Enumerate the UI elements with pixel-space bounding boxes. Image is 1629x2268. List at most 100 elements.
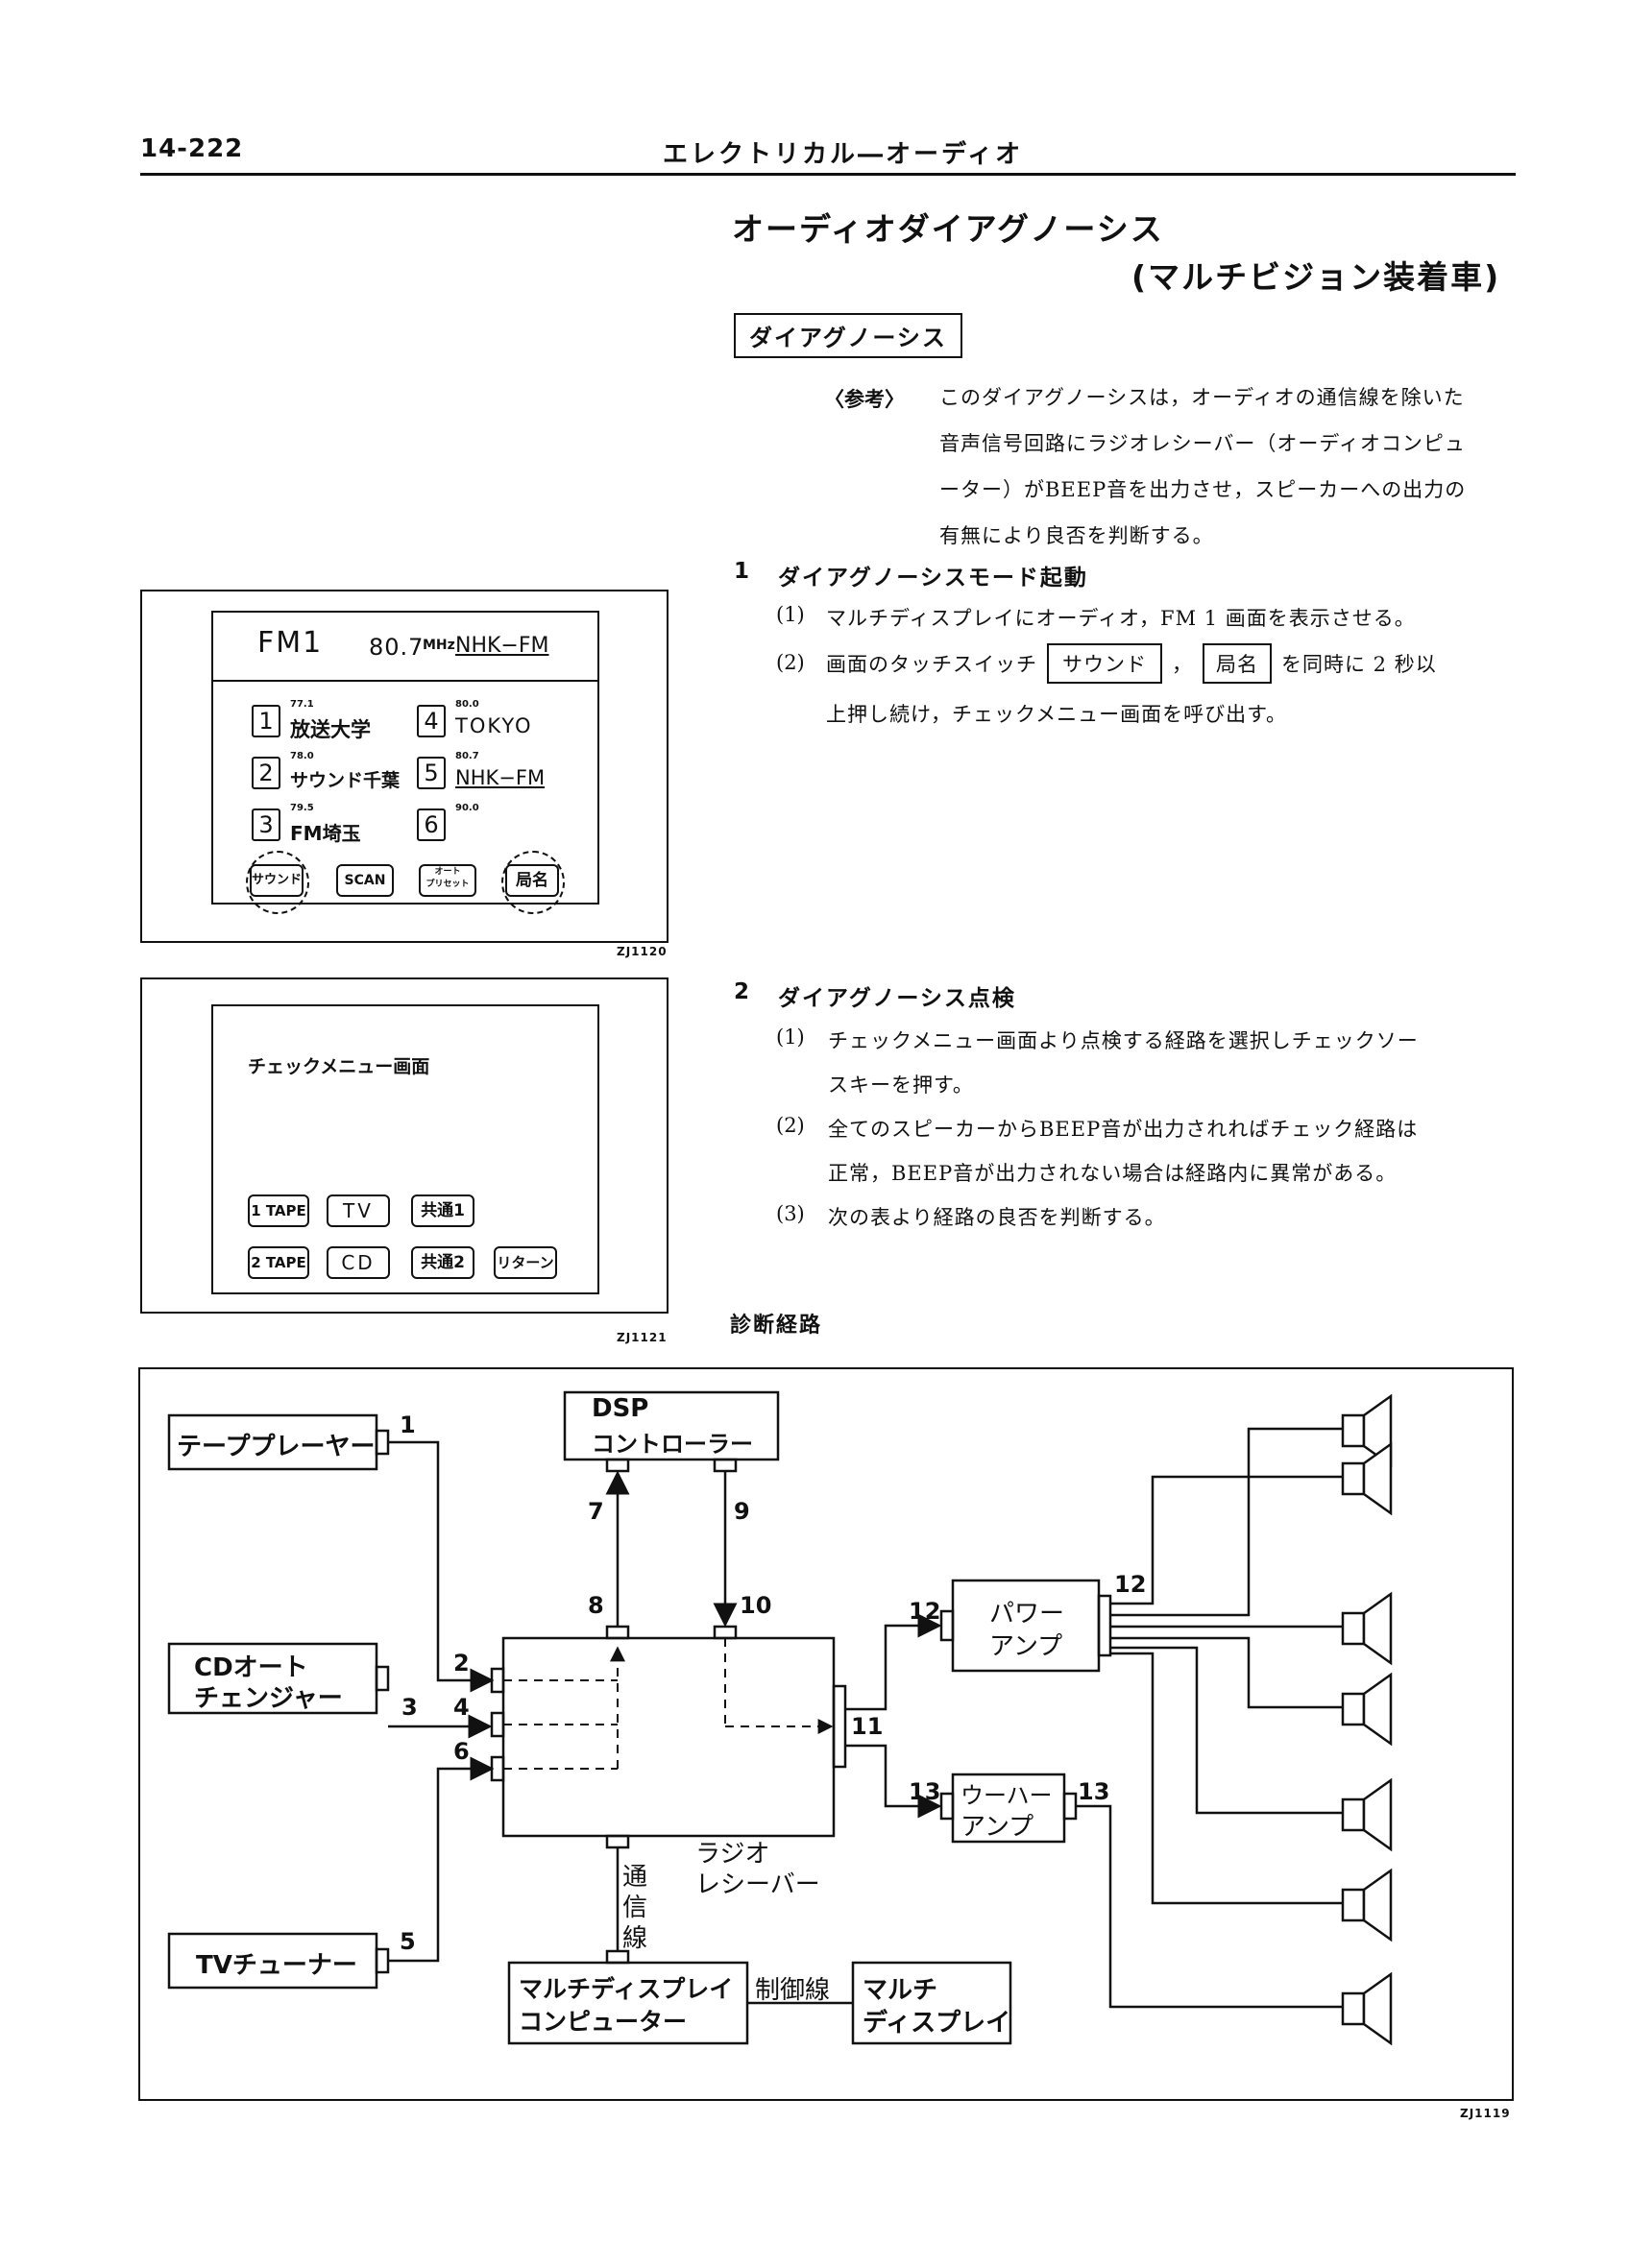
figure-fm-screen: FM1 80.7 MHz NHK−FM 1 77.1 放送大学 2 78.0 サ… [140,590,669,943]
md-label-2: ディスプレイ [863,2009,1011,2038]
pin-7: 7 [588,1498,604,1525]
radio-label-2: レシーバー [695,1870,820,1899]
page-title: オーディオダイアグノーシス [732,210,1164,248]
step1-item2: 画面のタッチスイッチ サウンド ， 局名 を同時に 2 秒以 [826,643,1437,684]
preset-4-name: TOKYO [455,714,533,737]
preset-6-button[interactable]: 6 [417,808,446,841]
page-subtitle: (マルチビジョン装着車) [1131,258,1501,296]
radio-receiver-box [501,1636,836,1838]
step2-item1-line2: スキーを押す。 [828,1074,974,1097]
pin-6: 6 [453,1738,470,1765]
step1-item1: マルチディスプレイにオーディオ，FM 1 画面を表示させる。 [826,607,1416,630]
preset-2-button[interactable]: 2 [252,757,280,789]
step2-item1-num: (1) [776,1025,805,1049]
pin-9: 9 [734,1498,750,1525]
tape1-button[interactable]: 1 TAPE [248,1194,309,1227]
diagram-caption: 診断経路 [730,1314,823,1338]
preset-5-button[interactable]: 5 [417,757,446,789]
cd-changer-label-2: チェンジャー [194,1684,343,1713]
preset-6-freq: 90.0 [455,803,479,813]
step1-title: ダイアグノーシスモード起動 [778,566,1088,591]
station-highlight-circle [501,851,565,914]
preset-2-freq: 78.0 [290,751,314,761]
reference-line: ーター）がBEEP音を出力させ，スピーカーへの出力の [939,478,1467,501]
step2-number: 2 [734,979,750,1004]
common1-button[interactable]: 共通1 [411,1194,474,1227]
check-menu-screen: チェックメニュー画面 1 TAPE TV 共通1 2 TAPE CD 共通2 リ… [211,1004,599,1294]
figure2-code: ZJ1121 [617,1331,668,1344]
header-rule [140,173,1516,176]
comm-line-label-2: 信 [622,1894,648,1922]
station-label: NHK−FM [455,634,549,658]
pin-12-in: 12 [909,1598,941,1625]
pin-13-out: 13 [1078,1778,1110,1805]
diagnosis-route-diagram: テーププレーヤー CDオート チェンジャー TVチューナー DSP コントローラ… [138,1367,1514,2101]
sound-button[interactable]: サウンド [250,864,304,897]
pin-2: 2 [453,1650,470,1677]
step1-item1-num: (1) [776,603,805,626]
preset-1-button[interactable]: 1 [252,705,280,737]
return-button[interactable]: リターン [494,1246,557,1279]
preset-3-freq: 79.5 [290,803,314,813]
frequency-unit: MHz [423,638,455,653]
step1-item2-post: を同時に 2 秒以 [1281,653,1437,676]
preset-2-name: サウンド千葉 [290,770,401,791]
reference-label: 〈参考〉 [824,387,905,411]
pin-10: 10 [740,1592,772,1619]
step1-item2-num: (2) [776,651,805,674]
fm-screen: FM1 80.7 MHz NHK−FM 1 77.1 放送大学 2 78.0 サ… [211,611,599,914]
station-name-button[interactable]: 局名 [505,864,559,897]
fm-screen-header: FM1 80.7 MHz NHK−FM [213,613,597,682]
page-number: 14-222 [140,134,244,163]
scan-button[interactable]: SCAN [336,864,394,897]
pin-8: 8 [588,1592,604,1619]
section-heading-box: ダイアグノーシス [734,313,962,358]
pin-5: 5 [400,1928,416,1955]
reference-line: このダイアグノーシスは，オーディオの通信線を除いた [939,386,1465,409]
power-amp-label-2: アンプ [989,1632,1063,1661]
preset-1-freq: 77.1 [290,699,314,710]
figure-check-menu: チェックメニュー画面 1 TAPE TV 共通1 2 TAPE CD 共通2 リ… [140,977,669,1314]
tape-player-label: テーププレーヤー [177,1433,376,1461]
reference-line: 有無により良否を判断する。 [939,524,1214,547]
pin-11: 11 [851,1713,884,1740]
tv-button[interactable]: TV [327,1194,390,1227]
auto-preset-button[interactable]: オート プリセット [419,864,476,897]
comm-line-label-3: 線 [622,1924,648,1953]
dsp-box [563,1390,780,1461]
common2-button[interactable]: 共通2 [411,1246,474,1279]
md-label-1: マルチ [863,1976,938,2005]
diagram-code: ZJ1119 [1460,2107,1511,2120]
section-title: エレクトリカル―オーディオ [663,140,1024,169]
reference-text: このダイアグノーシスは，オーディオの通信線を除いた 音声信号回路にラジオレシーバ… [939,374,1525,559]
step1-item2-line2: 上押し続け，チェックメニュー画面を呼び出す。 [826,703,1288,726]
figure1-code: ZJ1120 [617,945,668,958]
step1-item2-mid: ， [1172,653,1193,676]
cd-button[interactable]: CD [327,1246,390,1279]
radio-label-1: ラジオ [695,1840,770,1869]
cd-changer-label-1: CDオート [194,1653,308,1682]
preset-3-button[interactable]: 3 [252,808,280,841]
reference-line: 音声信号回路にラジオレシーバー（オーディオコンピュ [939,432,1466,455]
woofer-amp-label-2: アンプ [960,1813,1034,1842]
station-name-key: 局名 [1203,643,1272,684]
frequency-value: 80.7 [369,634,425,661]
step1-item2-pre: 画面のタッチスイッチ [826,653,1037,676]
preset-3-name: FM埼玉 [290,822,361,845]
tape2-button[interactable]: 2 TAPE [248,1246,309,1279]
control-line-label: 制御線 [755,1976,831,2005]
pin-13-in: 13 [909,1778,941,1805]
step2-item3: 次の表より経路の良否を判断する。 [828,1206,1166,1229]
woofer-amp-label-1: ウーハー [960,1782,1053,1809]
dsp-label-1: DSP [592,1394,649,1423]
step1-number: 1 [734,559,750,584]
preset-1-name: 放送大学 [290,718,371,741]
pin-3: 3 [401,1694,418,1721]
mdc-label-2: コンピューター [519,2008,688,2036]
diagram-lines [167,1390,1393,2046]
comm-line-label-1: 通 [622,1863,648,1892]
step2-item2-line2: 正常，BEEP音が出力されない場合は経路内に異常がある。 [828,1162,1398,1185]
preset-4-button[interactable]: 4 [417,705,446,737]
step2-item3-num: (3) [776,1202,805,1225]
sound-key: サウンド [1047,643,1162,684]
